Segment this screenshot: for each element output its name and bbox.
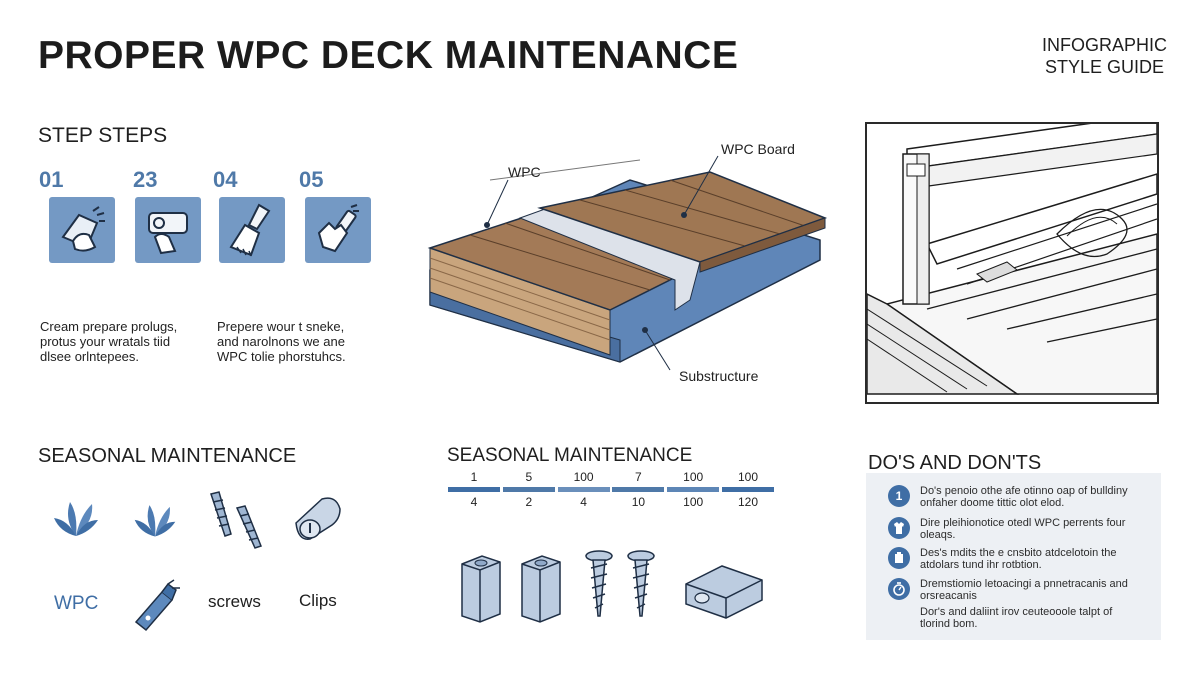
maintenance-scale: 1 5 100 7 100 100 4 2 4 10 100 120 [448, 470, 774, 509]
label-wpc: WPC [508, 164, 541, 180]
spray-bottle-icon [134, 579, 180, 632]
scrub-pad-icon [135, 197, 201, 263]
clip-block-icon [685, 565, 763, 619]
deck-detail-illustration [867, 124, 1157, 395]
steps-text-left: Cream prepare prolugs, protus your wrata… [40, 319, 178, 364]
brand-line-1: INFOGRAPHIC [1041, 35, 1167, 55]
label-clips: Clips [299, 591, 337, 610]
screw-icon [210, 491, 262, 549]
steps-heading: STEP STEPS [38, 124, 168, 147]
scale-bottom-values: 4 2 4 10 100 120 [470, 495, 758, 509]
timer-icon [888, 578, 910, 600]
seasonal-heading-right: SEASONAL MAINTENANCE [447, 445, 693, 466]
label-screws: screws [208, 592, 261, 611]
dos-heading: DO'S AND DON'TS [868, 452, 1042, 474]
leaf-icon [134, 505, 176, 537]
seasonal-heading-left: SEASONAL MAINTENANCE [38, 445, 297, 467]
screw-icon [585, 550, 613, 617]
glove-spray-icon [305, 197, 371, 263]
dos-item-1: Do's penoio othe afe otinno oap of bulld… [920, 485, 1128, 509]
dos-panel: 1 Do's penoio othe afe otinno oap of bul… [866, 473, 1161, 640]
screw-icon [627, 550, 655, 617]
scale-top-values: 1 5 100 7 100 100 [470, 470, 758, 484]
label-wpc-board: WPC Board [721, 141, 795, 157]
label-substructure: Substructure [679, 368, 759, 384]
steps-text-right: Prepere wour t sneke, and narolnons we a… [217, 319, 346, 364]
brush-icon [219, 197, 285, 263]
tag-icon [888, 547, 910, 569]
step-number-3: 04 [213, 167, 238, 192]
leaf-icon [54, 502, 98, 536]
scale-bar [448, 487, 774, 492]
label-wpc-bottom: WPC [54, 593, 99, 614]
dos-item-4: Dremstiomio letoacingi a pnnetracanis an… [920, 578, 1128, 602]
deck-diagram [427, 155, 828, 371]
clip-icon [295, 497, 341, 540]
step-number-4: 05 [299, 167, 324, 192]
post-icon [461, 555, 501, 623]
dos-item-5: Dor's and daliint irov ceuteooole talpt … [920, 606, 1113, 630]
brand-label: INFOGRAPHIC STYLE GUIDE [1042, 34, 1167, 78]
number-icon: 1 [888, 485, 910, 507]
deck-detail-frame [865, 122, 1159, 404]
dos-item-2: Dire pleihionotice otedl WPC perrents fo… [920, 517, 1126, 541]
post-icon [521, 555, 561, 623]
step-number-2: 23 [133, 167, 158, 192]
cloth-wipe-icon [49, 197, 115, 263]
step-number-1: 01 [39, 167, 64, 192]
brand-line-2: STYLE GUIDE [1044, 57, 1164, 77]
shirt-icon [888, 517, 910, 539]
page-title: PROPER WPC DECK MAINTENANCE [38, 34, 739, 77]
dos-item-3: Des's mdits the e cnsbito atdcelotoin th… [920, 547, 1117, 571]
